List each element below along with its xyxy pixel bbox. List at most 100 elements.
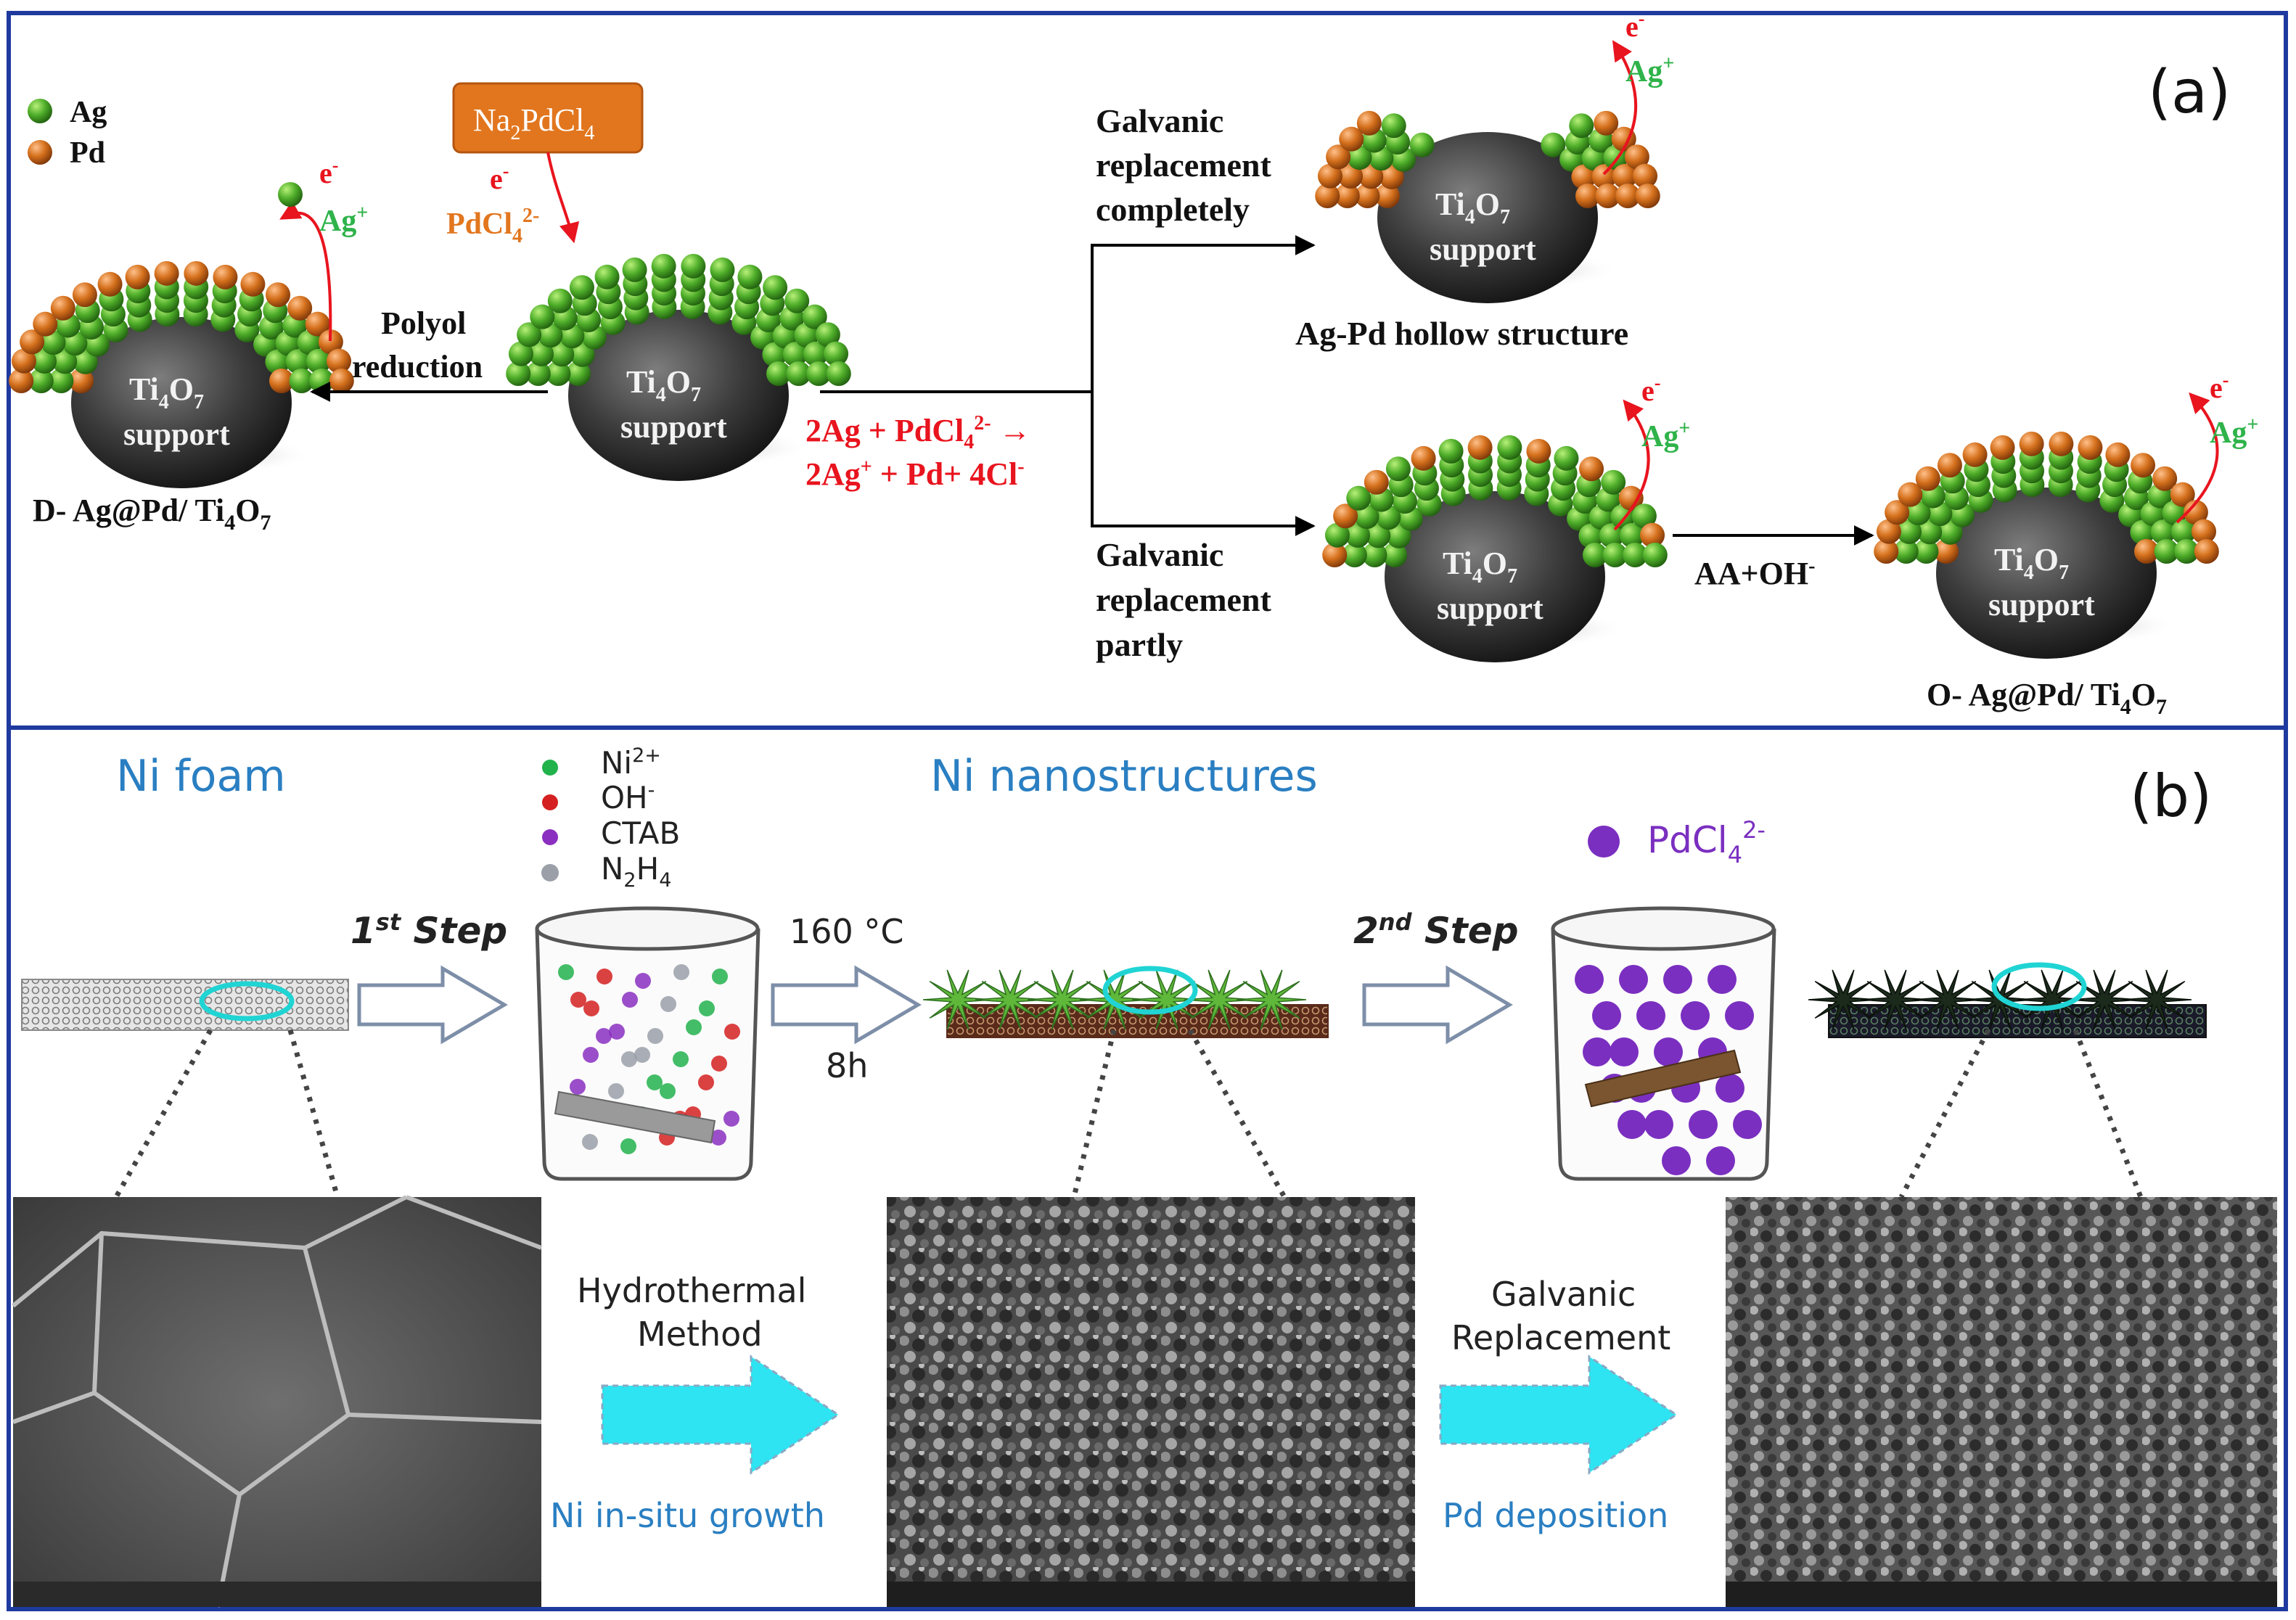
hollow-electron: e- — [1625, 8, 1644, 43]
pd-atom — [1594, 110, 1619, 136]
svg-text:Na2PdCl4: Na2PdCl4 — [473, 102, 594, 144]
ag-atom — [297, 330, 322, 355]
pd-atom — [1624, 144, 1649, 170]
pd-atom — [9, 369, 34, 393]
ag-atom — [1554, 445, 1579, 471]
support-sphere — [1377, 132, 1598, 303]
ag-atom — [52, 349, 78, 374]
nanostar — [1079, 969, 1150, 1030]
ag-atom — [506, 361, 531, 386]
pd-atom — [2152, 466, 2178, 491]
solution-particle — [698, 1074, 714, 1090]
pd-atom — [1339, 126, 1364, 152]
ag-atom — [570, 342, 595, 367]
solution-particle — [570, 1079, 586, 1095]
ag-atom — [265, 349, 290, 374]
polyol-label-2: reduction — [352, 349, 483, 385]
pd-atom — [1526, 438, 1551, 464]
ag-atom — [41, 330, 66, 355]
ag-atom — [1409, 132, 1435, 157]
pd-atom — [1990, 435, 2015, 460]
ag-atom — [538, 323, 563, 348]
pdcl4-particle — [1618, 1110, 1647, 1139]
pd-atom — [11, 348, 36, 374]
ag-atom — [1347, 145, 1372, 170]
panel-a: (a) Ag Pd Na2PdCl4 e- PdCl42- Ti4O7suppo… — [9, 8, 2258, 719]
hydro-label-2: Method — [637, 1315, 763, 1354]
beaker-1 — [535, 906, 760, 1181]
pd-atom — [240, 271, 266, 297]
pd-atom — [1635, 184, 1660, 208]
solution-particle — [622, 992, 638, 1008]
final-highlight — [1991, 962, 2087, 1011]
pd-atom — [1338, 163, 1364, 189]
pd-atom — [72, 282, 97, 308]
legend-a: Ag Pd — [28, 96, 107, 170]
solution-particle — [686, 1019, 702, 1035]
pd-atom — [2170, 482, 2195, 507]
ag-atom — [1578, 523, 1604, 548]
pd-atom — [154, 260, 179, 286]
support-sphere — [71, 317, 292, 488]
pd-atom — [327, 348, 352, 374]
outline-arrow-1 — [357, 965, 508, 1045]
nanostar — [2121, 969, 2192, 1030]
nano-highlight — [1102, 966, 1198, 1015]
ni-nano-plate — [922, 966, 1329, 1038]
outline-arrow-3 — [1362, 965, 1513, 1045]
ag-atom — [815, 322, 840, 348]
nanostar — [1236, 969, 1307, 1030]
ag-atom — [2174, 539, 2199, 564]
pdcl4-particle — [1725, 1001, 1754, 1030]
support-formula: Ti4O7 — [1435, 186, 1510, 229]
pd-atom — [1898, 482, 1923, 507]
ag-atom — [285, 349, 311, 374]
precursor-box: Na2PdCl4 — [452, 82, 644, 154]
ag-atom — [28, 369, 54, 393]
pdcl4-particle — [1663, 965, 1692, 994]
pd-atom — [2131, 453, 2156, 478]
precursor-arrow — [546, 152, 580, 244]
pd-atom — [2049, 431, 2074, 456]
solution-particle — [596, 969, 612, 984]
solution-particle — [558, 964, 574, 980]
ag-atom — [784, 288, 810, 313]
ag-atom — [525, 361, 551, 386]
legend-pd-marker — [28, 140, 52, 165]
foam-highlight — [199, 981, 295, 1021]
aa-oh-label: AA+OH- — [1694, 555, 1815, 591]
pd-atom — [1317, 163, 1342, 189]
final-electron: e- — [2210, 369, 2229, 404]
pdcl4-particle — [1662, 1146, 1691, 1175]
ag-atom — [1938, 519, 1963, 545]
ag-atom — [1602, 543, 1628, 567]
support-formula: Ti4O7 — [1443, 546, 1517, 588]
figure-frame — [7, 11, 2288, 1611]
ag-atom — [803, 341, 828, 366]
reaction-line-1: 2Ag + PdCl42- → — [805, 412, 1031, 453]
solution-particle — [583, 1047, 599, 1063]
galvanic-partly-2: replacement — [1096, 581, 1272, 618]
nanostar — [1131, 969, 1202, 1030]
pd-atom — [305, 311, 330, 337]
pd-atom — [287, 295, 313, 321]
pd-atom — [2105, 442, 2131, 467]
legend-b: Ni2+ OH- CTAB N2H4 — [541, 744, 680, 892]
ag-atom — [530, 304, 555, 329]
ni-foam-plate — [21, 979, 349, 1031]
nanostar — [1860, 969, 1931, 1030]
ag-atom — [1382, 543, 1407, 567]
pdcl4-particle — [1644, 1110, 1673, 1139]
pd-atom — [1937, 453, 1962, 478]
pd-atom — [1575, 184, 1600, 208]
solution-particle — [582, 1134, 598, 1150]
pd-atom — [1615, 184, 1641, 208]
hollow-caption: Ag-Pd hollow structure — [1295, 315, 1628, 352]
pd-atom — [213, 264, 238, 289]
cyan-arrow-1 — [601, 1354, 840, 1475]
pd-atom — [69, 369, 94, 393]
pd-atom — [1467, 435, 1493, 460]
galvanic-complete-2: replacement — [1096, 147, 1272, 184]
